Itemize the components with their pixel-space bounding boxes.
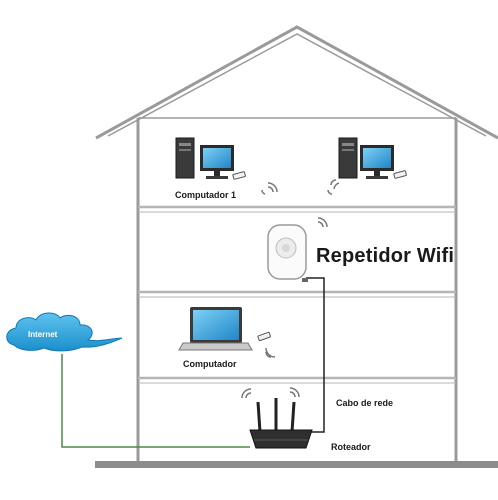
internet-cable: [61, 354, 250, 448]
internet-label: Internet: [28, 330, 58, 339]
laptop-computer-label: Computador: [183, 359, 237, 369]
wifi-signal-icon: [261, 182, 278, 195]
internet-cloud-icon: [6, 312, 123, 352]
repeater-label: Repetidor Wifi: [316, 245, 455, 267]
laptop-icon: [178, 307, 253, 351]
wifi-signal-icon: [241, 387, 300, 399]
network-cable-label: Cabo de rede: [336, 398, 394, 408]
wifi-repeater-icon: [267, 224, 308, 282]
router-label: Roteador: [331, 442, 371, 452]
network-cable: [306, 277, 325, 433]
usb-wifi-adapter-icon: [257, 331, 271, 342]
wifi-signal-icon: [317, 217, 328, 228]
desktop-computer-icon: [175, 137, 234, 179]
router-icon: [249, 398, 313, 449]
wifi-signal-icon: [327, 179, 340, 195]
desktop-computer-icon: [338, 137, 394, 179]
usb-wifi-adapter-icon: [393, 170, 407, 179]
ground-line: [95, 461, 498, 468]
usb-wifi-adapter-icon: [232, 171, 246, 180]
wifi-signal-icon: [265, 347, 276, 358]
computer-1-label: Computador 1: [175, 190, 237, 200]
house-outline-icon: [95, 25, 498, 462]
floor-lines: [138, 205, 456, 384]
